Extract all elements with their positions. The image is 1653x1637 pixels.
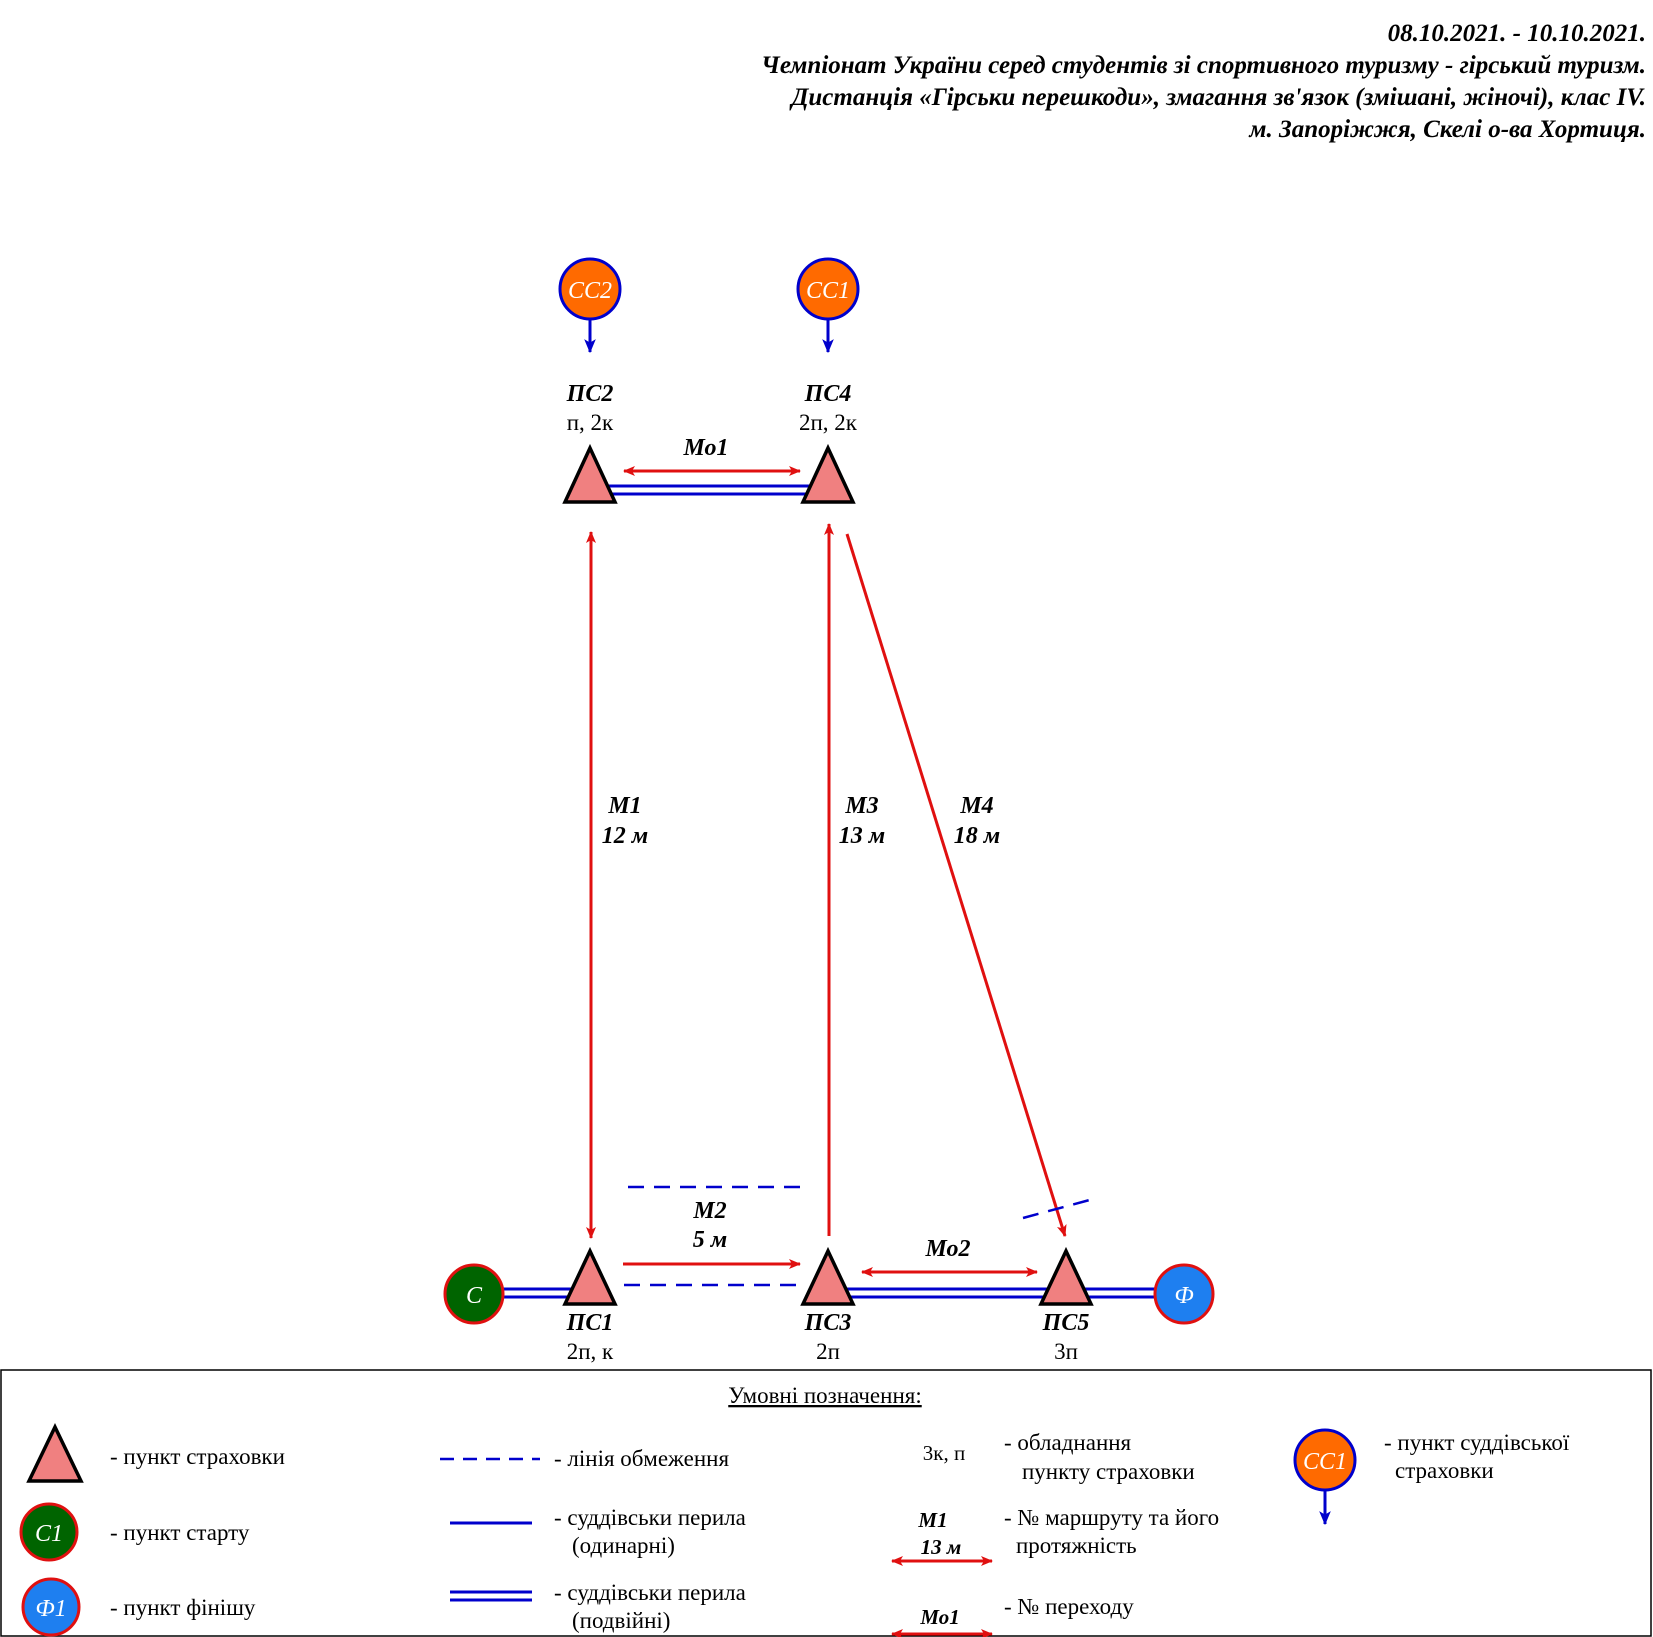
legend-finish-icon-label: Ф1 [35, 1596, 66, 1622]
route-m2-name: М2 [692, 1198, 726, 1224]
double-rope-ps3-ps5 [842, 1287, 1058, 1299]
legend-crossing-name: Мо1 [919, 1605, 959, 1629]
legend-route-name: М1 [917, 1508, 947, 1532]
point-equip-ps4: 2п, 2к [799, 410, 858, 435]
header-dates: 08.10.2021. - 10.10.2021. [1387, 20, 1646, 47]
legend-equip-text-1: - обладнання [1004, 1430, 1132, 1455]
judge-point-ss1: СС1 [796, 257, 860, 354]
legend-finish-icon [21, 1577, 81, 1637]
route-m3-length: 13 м [839, 823, 885, 849]
point-equip-ps3: 2п [816, 1339, 840, 1364]
legend-single-rope-text-1: - суддівськи перила [554, 1505, 746, 1530]
legend-equip-sample: 3к, п [923, 1441, 965, 1465]
route-m4-arrow [845, 533, 1067, 1237]
header-location: м. Запоріжжя, Скелі о-ва Хортиця. [1249, 116, 1646, 143]
legend-belay-text: - пункт страховки [110, 1444, 285, 1469]
start-label: С [466, 1283, 483, 1309]
point-name-ps3: ПС3 [804, 1310, 852, 1336]
legend-finish-text: - пункт фінішу [110, 1595, 256, 1620]
legend-single-rope-text-2: (одинарні) [572, 1533, 675, 1558]
point-name-ps4: ПС4 [804, 381, 852, 407]
belay-point-ps4-icon [800, 443, 856, 504]
route-m2-length: 5 м [693, 1227, 727, 1253]
judge-circle-icon [558, 257, 622, 321]
point-name-ps5: ПС5 [1042, 1310, 1090, 1336]
double-rope-top [605, 484, 815, 496]
route-m4-name: М4 [959, 793, 993, 819]
legend-start-icon [19, 1502, 79, 1562]
crossing-mo2-label: Мо2 [925, 1236, 971, 1262]
belay-point-ps2-icon [562, 443, 618, 504]
route-m1-length: 12 м [602, 823, 648, 849]
point-equip-ps5: 3п [1054, 1339, 1078, 1364]
judge-label: СС2 [568, 278, 612, 304]
start-point: С [443, 1263, 505, 1325]
header-event: Чемпіонат України серед студентів зі спо… [761, 52, 1646, 79]
legend-judge-text-2: страховки [1395, 1458, 1494, 1483]
legend-crossing-text: - № переходу [1004, 1594, 1134, 1619]
route-m1-name: М1 [607, 793, 641, 819]
belay-point-ps1-icon [562, 1246, 618, 1306]
finish-point: Ф [1153, 1263, 1215, 1325]
legend-start-text: - пункт старту [110, 1520, 250, 1545]
crossing-mo1-label: Мо1 [683, 435, 729, 461]
legend-route-text-2: протяжність [1016, 1533, 1137, 1558]
route-m4-length: 18 м [954, 823, 1000, 849]
legend-belay-icon [26, 1422, 84, 1483]
belay-point-ps3-icon [800, 1246, 856, 1306]
legend: Умовні позначення: - пункт страховки С1 … [0, 1369, 1652, 1637]
double-rope-finish [1078, 1287, 1160, 1299]
restriction-line-ps5 [1022, 1196, 1098, 1220]
point-equip-ps2: п, 2к [567, 410, 614, 435]
judge-label: СС1 [806, 278, 850, 304]
legend-judge-icon-label: СС1 [1303, 1449, 1347, 1475]
point-name-ps1: ПС1 [566, 1310, 614, 1336]
legend-double-rope-text-1: - суддівськи перила [554, 1580, 746, 1605]
route-m3-name: М3 [844, 793, 878, 819]
judge-point-ss2: СС2 [558, 257, 622, 354]
legend-restriction-text: - лінія обмеження [554, 1446, 729, 1471]
legend-title: Умовні позначення: [728, 1383, 921, 1408]
legend-equip-text-2: пункту страховки [1022, 1459, 1195, 1484]
legend-judge-icon [1293, 1428, 1357, 1492]
finish-circle-icon [1153, 1263, 1215, 1325]
point-equip-ps1: 2п, к [567, 1339, 614, 1364]
legend-judge-text-1: - пункт суддівської [1384, 1430, 1570, 1455]
header: 08.10.2021. - 10.10.2021. Чемпіонат Укра… [761, 18, 1646, 146]
legend-route-length: 13 м [921, 1535, 962, 1559]
point-name-ps2: ПС2 [566, 381, 614, 407]
belay-point-ps5-icon [1038, 1246, 1094, 1306]
header-distance: Дистанція «Гірськи перешкоди», змагання … [791, 84, 1646, 111]
start-circle-icon [443, 1263, 505, 1325]
finish-label: Ф [1174, 1283, 1193, 1309]
legend-start-icon-label: С1 [35, 1521, 63, 1547]
legend-border [0, 1369, 1652, 1637]
double-rope-start [502, 1287, 575, 1299]
legend-route-text-1: - № маршруту та його [1004, 1505, 1219, 1530]
legend-double-rope-text-2: (подвійні) [572, 1608, 670, 1633]
judge-circle-icon [796, 257, 860, 321]
